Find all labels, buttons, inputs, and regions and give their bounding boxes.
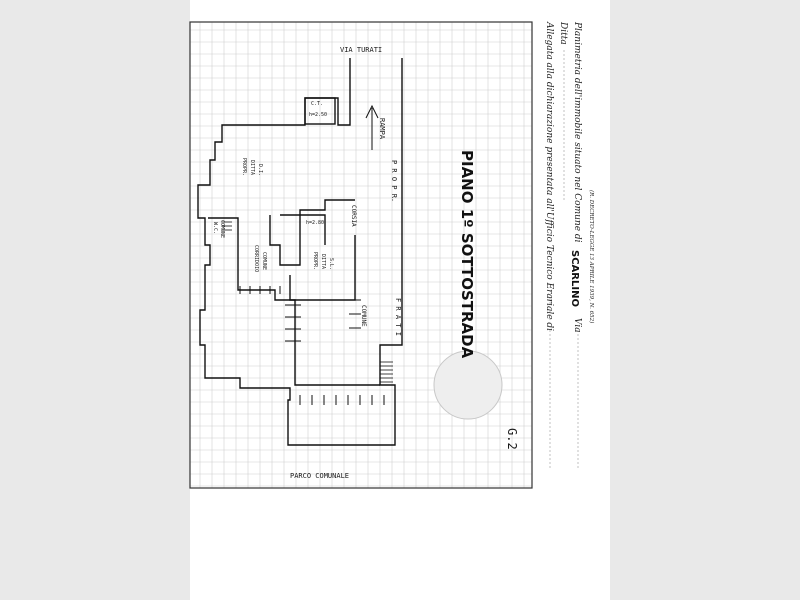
ramp-arrow-icon bbox=[365, 104, 379, 150]
stairs-icon bbox=[222, 221, 393, 383]
svg-text:COMUNE: COMUNE bbox=[219, 220, 225, 238]
svg-text:COMUNE: COMUNE bbox=[261, 252, 267, 270]
decree-label: (R. DECRETO-LEGGE 13 APRILE 1939, N. 652… bbox=[588, 190, 595, 323]
grid-lines bbox=[190, 22, 532, 488]
hatch-marks bbox=[239, 286, 385, 405]
owner-frati-label: F R A T I bbox=[394, 298, 402, 336]
header-line-1: Planimetria dell'immobile situato nel Co… bbox=[572, 21, 582, 243]
ramp-label: RAMPA bbox=[378, 118, 386, 140]
ditta-label: Ditta bbox=[558, 21, 568, 45]
svg-text:DITTA: DITTA bbox=[320, 254, 326, 269]
drawing-frame bbox=[189, 21, 533, 489]
common-label: COMUNE bbox=[360, 305, 367, 327]
svg-text:D.I.: D.I. bbox=[257, 164, 263, 176]
sheet-number: G.2 bbox=[505, 428, 519, 450]
property-block-2: PROPR. DITTA S.L. bbox=[312, 252, 334, 270]
svg-text:PROPR.: PROPR. bbox=[241, 158, 247, 176]
ct-label: C.T. bbox=[311, 101, 323, 107]
svg-text:PROPR.: PROPR. bbox=[312, 252, 318, 270]
height-label: h=2.80 bbox=[306, 220, 324, 226]
wc-block: W.C. COMUNE bbox=[212, 220, 225, 238]
ct-height-label: h=2.50 bbox=[309, 112, 327, 118]
property-block-1: PROPR. DITTA D.I. bbox=[241, 158, 263, 176]
svg-text:W.C.: W.C. bbox=[212, 222, 218, 234]
street-bottom-label: PARCO COMUNALE bbox=[290, 472, 349, 480]
building-outline bbox=[197, 58, 403, 446]
comune-value: SCARLINO bbox=[569, 250, 580, 307]
via-label: Via bbox=[572, 318, 582, 333]
owner-label: P R O P R. bbox=[390, 160, 398, 202]
svg-text:DITTA: DITTA bbox=[249, 160, 255, 175]
street-top-label: VIA TURATI bbox=[340, 46, 382, 54]
official-stamp bbox=[433, 350, 503, 420]
svg-text:CORRIDOIO: CORRIDOIO bbox=[253, 245, 259, 272]
plan-title: PIANO 1º SOTTOSTRADA bbox=[458, 150, 476, 359]
corridor-common-block: CORRIDOIO COMUNE bbox=[253, 245, 267, 272]
document-header: (R. DECRETO-LEGGE 13 APRILE 1939, N. 652… bbox=[544, 21, 595, 470]
corridor-label: CORSIA bbox=[350, 205, 357, 227]
svg-text:S.L.: S.L. bbox=[328, 258, 334, 270]
header-line-3: Allegata alla dichiarazione presentata a… bbox=[544, 21, 554, 331]
